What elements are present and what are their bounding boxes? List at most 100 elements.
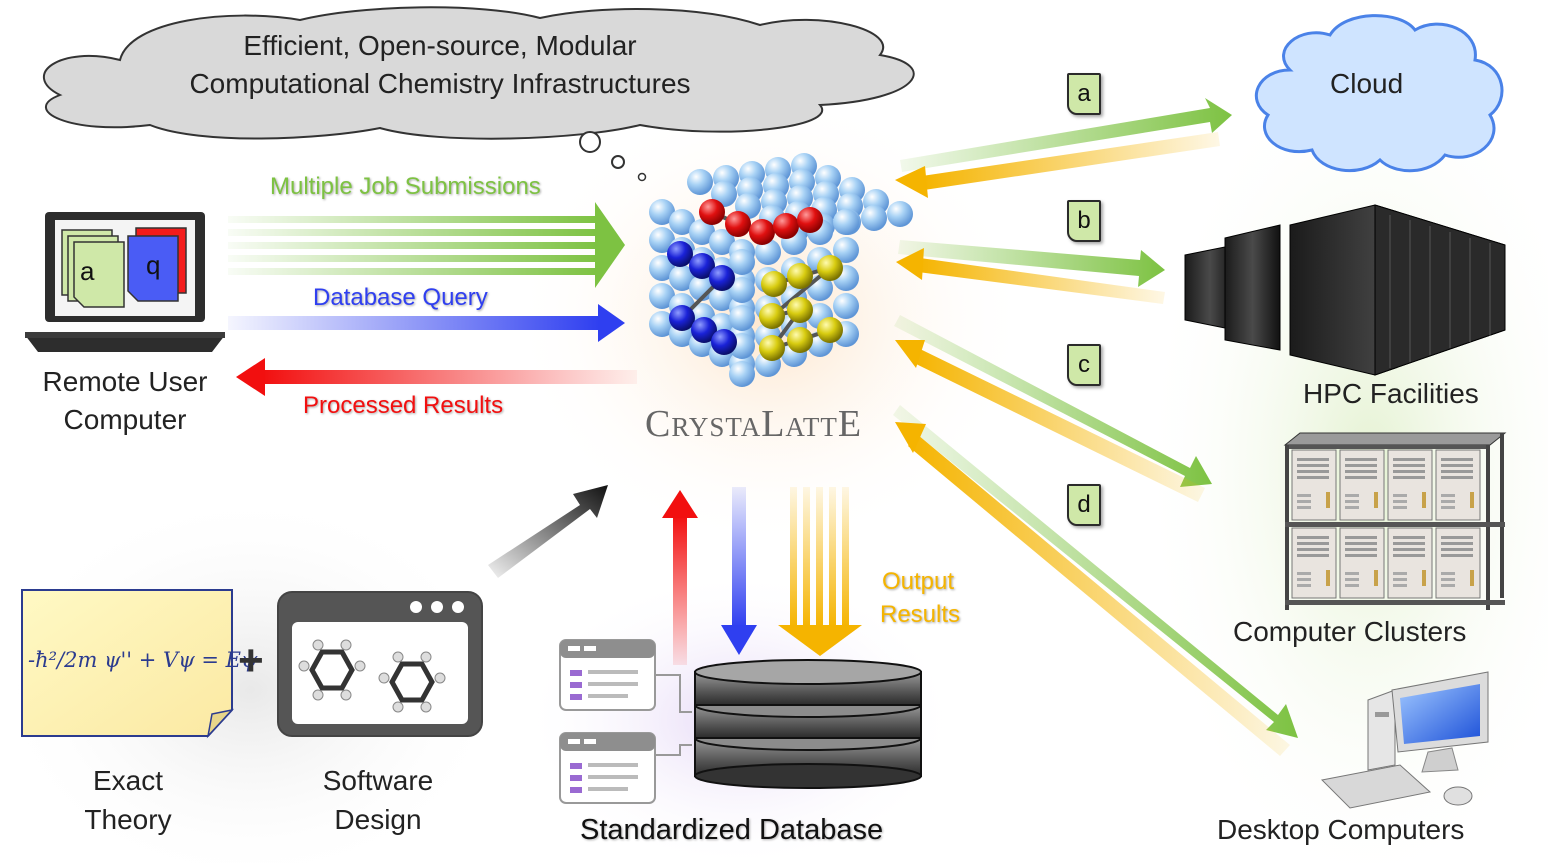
lattice-sphere xyxy=(669,265,695,291)
lattice-sphere xyxy=(833,293,859,319)
cloud-arrows xyxy=(895,98,1232,198)
navy-molecule-atom xyxy=(691,317,717,343)
crystal-lattice-icon xyxy=(649,153,913,387)
thought-cloud-line1: Efficient, Open-source, Modular xyxy=(243,30,637,61)
cluster-rack-icon xyxy=(1283,432,1507,610)
database-query-label: Database Query xyxy=(313,284,488,311)
lattice-sphere xyxy=(669,209,695,235)
yellow-molecule-atom xyxy=(787,297,813,323)
cluster-vent xyxy=(1345,554,1377,557)
cluster-vent xyxy=(1393,548,1425,551)
desktop-arrows xyxy=(893,405,1298,756)
db-red-up-arrow xyxy=(662,490,698,665)
schrodinger-equation: -ħ²/2m ψ'' + Vψ = Eψ xyxy=(28,648,258,672)
navy-molecule-atom xyxy=(711,329,737,355)
cluster-vent xyxy=(1345,506,1359,509)
lattice-sphere xyxy=(687,169,713,195)
cluster-led xyxy=(1326,570,1330,586)
cluster-vent xyxy=(1441,584,1455,587)
clusters-label: Computer Clusters xyxy=(1233,616,1467,647)
software-design-label-1: Software xyxy=(322,765,434,796)
cluster-vent xyxy=(1297,476,1329,479)
output-results-label-2: Results xyxy=(880,601,961,628)
lattice-sphere xyxy=(689,275,715,301)
yellow-molecule-atom xyxy=(817,317,843,343)
cluster-vent xyxy=(1345,578,1359,581)
cluster-vent xyxy=(1297,464,1329,467)
development-arrow xyxy=(488,485,608,578)
cluster-vent xyxy=(1297,548,1329,551)
cluster-led xyxy=(1422,492,1426,508)
navy-molecule-atom xyxy=(669,305,695,331)
cluster-vent xyxy=(1297,458,1329,461)
cluster-vent xyxy=(1393,470,1425,473)
cluster-vent xyxy=(1345,494,1359,497)
job-submissions-label: Multiple Job Submissions xyxy=(270,173,541,200)
red-molecule-atom xyxy=(725,211,751,237)
cluster-vent xyxy=(1345,584,1359,587)
cluster-vent xyxy=(1297,500,1311,503)
cluster-vent xyxy=(1393,542,1425,545)
cluster-vent xyxy=(1345,476,1377,479)
cluster-vent xyxy=(1393,506,1407,509)
cluster-vent xyxy=(1441,470,1473,473)
cluster-vent xyxy=(1441,494,1455,497)
cluster-vent xyxy=(1297,554,1329,557)
data-record-card-2 xyxy=(559,732,692,804)
lattice-sphere xyxy=(729,361,755,387)
cluster-vent xyxy=(1441,578,1455,581)
crystalatte-logo: CrystaLattE xyxy=(645,403,863,445)
cloud-icon xyxy=(1255,14,1504,173)
desktop-computer-icon xyxy=(1320,671,1489,809)
lattice-sphere xyxy=(729,305,755,331)
cluster-vent xyxy=(1393,500,1407,503)
equation-paper-icon xyxy=(21,589,235,739)
lattice-sphere xyxy=(709,285,735,311)
red-molecule-atom xyxy=(749,219,775,245)
cluster-led xyxy=(1374,570,1378,586)
data-record-card-1 xyxy=(559,639,692,713)
lattice-sphere xyxy=(689,219,715,245)
plus-sign: + xyxy=(238,636,264,685)
processed-results-label: Processed Results xyxy=(303,392,504,419)
navy-molecule-atom xyxy=(689,253,715,279)
red-molecule-atom xyxy=(773,213,799,239)
tag-c: c xyxy=(1067,344,1101,386)
lattice-sphere xyxy=(729,277,755,303)
lattice-sphere xyxy=(755,239,781,265)
cluster-vent xyxy=(1441,542,1473,545)
database-icon xyxy=(694,659,922,789)
cluster-vent xyxy=(1441,548,1473,551)
cluster-vent xyxy=(1441,506,1455,509)
cluster-vent xyxy=(1297,494,1311,497)
cluster-vent xyxy=(1393,554,1425,557)
lattice-sphere xyxy=(709,229,735,255)
cluster-vent xyxy=(1393,536,1425,539)
yellow-molecule-atom xyxy=(787,263,813,289)
thought-bubble-small xyxy=(637,172,647,182)
cluster-vent xyxy=(1297,470,1329,473)
cluster-vent xyxy=(1345,470,1377,473)
cluster-led xyxy=(1326,492,1330,508)
doc-a-label: a xyxy=(80,256,95,286)
cluster-vent xyxy=(1297,536,1329,539)
cluster-vent xyxy=(1345,458,1377,461)
doc-q-label: q xyxy=(146,250,161,280)
cluster-led xyxy=(1470,570,1474,586)
processed-results-arrow xyxy=(236,358,637,396)
software-design-label-2: Design xyxy=(334,804,422,835)
cluster-vent xyxy=(1393,494,1407,497)
cluster-vent xyxy=(1393,464,1425,467)
thought-cloud-line2: Computational Chemistry Infrastructures xyxy=(189,68,691,99)
lattice-sphere xyxy=(887,201,913,227)
cluster-vent xyxy=(1345,500,1359,503)
cluster-vent xyxy=(1441,536,1473,539)
lattice-sphere xyxy=(729,249,755,275)
document-a-icon xyxy=(61,229,125,308)
lattice-sphere xyxy=(649,227,675,253)
cluster-vent xyxy=(1393,578,1407,581)
cluster-arrows xyxy=(894,315,1212,502)
yellow-molecule-atom xyxy=(759,335,785,361)
